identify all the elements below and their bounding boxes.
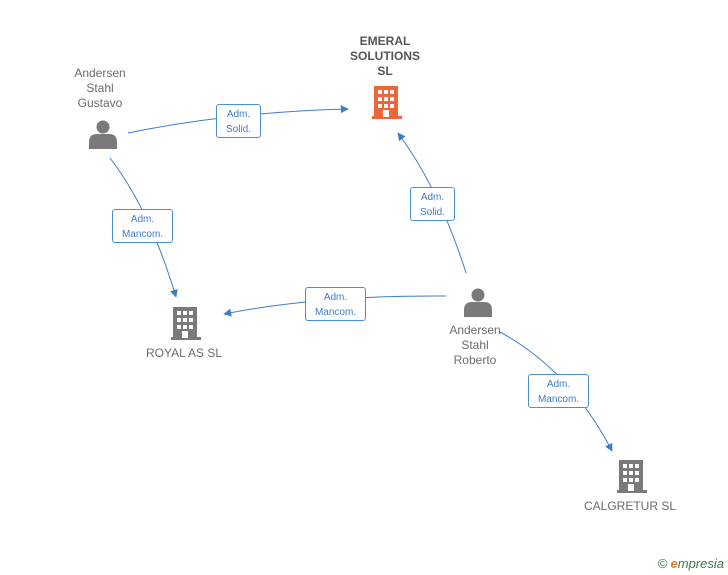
edge-label-gustavo-royal: Adm. Mancom.	[112, 209, 173, 243]
node-label-gustavo[interactable]: Andersen Stahl Gustavo	[74, 66, 126, 110]
edge-label-roberto-emeral: Adm. Solid.	[410, 187, 455, 221]
node-label-calgretur[interactable]: CALGRETUR SL	[583, 499, 677, 513]
edge-label-roberto-calgretur: Adm. Mancom.	[528, 374, 589, 408]
empresia-logo: ©empresia	[658, 556, 724, 571]
node-label-emeral[interactable]: EMERAL SOLUTIONS SL	[349, 34, 420, 78]
brand-name: mpresia	[677, 556, 724, 571]
node-label-roberto[interactable]: Andersen Stahl Roberto	[449, 323, 501, 367]
edge-label-roberto-royal: Adm. Mancom.	[305, 287, 366, 321]
person-icon[interactable]	[89, 120, 117, 150]
copyright-symbol: ©	[657, 556, 668, 571]
edge-label-gustavo-emeral: Adm. Solid.	[216, 104, 261, 138]
building-icon[interactable]	[617, 460, 647, 493]
building-icon[interactable]	[372, 86, 402, 119]
person-icon[interactable]	[464, 288, 492, 318]
building-icon[interactable]	[171, 307, 201, 340]
brand-first-letter: e	[670, 556, 678, 571]
node-label-royal[interactable]: ROYAL AS SL	[145, 346, 223, 360]
